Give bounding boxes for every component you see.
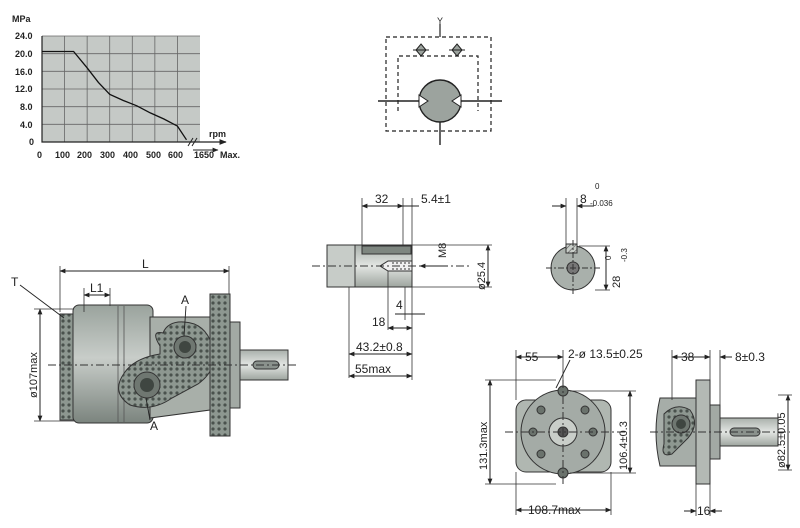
label-L: L: [142, 257, 149, 271]
dim-18: 18: [372, 315, 386, 329]
dim-32: 32: [375, 192, 389, 206]
flow-triangle-right: [451, 94, 462, 108]
dim-55max: 55max: [355, 362, 391, 376]
dim-key-width: 8: [580, 192, 587, 206]
shaft-section-view: [312, 198, 492, 380]
shaft-cross-section: [546, 198, 610, 296]
chart-y-tick-labels: 24.0 20.0 16.0 12.0 8.0 4.0 0: [15, 31, 34, 147]
motor-front-view: [485, 350, 636, 515]
dim-5-4: 5.4±1: [421, 192, 451, 206]
keyway-hatch: [565, 243, 578, 254]
dim-key-height-upper-tol: 0: [604, 255, 613, 260]
label-L1: L1: [90, 281, 104, 295]
x-tick-label: 0: [37, 150, 42, 160]
dim-38: 38: [681, 350, 695, 364]
dim-key-lower-tol: -0.036: [590, 199, 613, 208]
shaft-key: [361, 245, 412, 255]
flow-triangle-left: [418, 94, 429, 108]
dim-16: 16: [697, 504, 711, 518]
dim-108-7: 108.7max: [528, 503, 581, 517]
motor-rear-view: [650, 350, 792, 516]
dim-dia-107: ø107max: [28, 352, 40, 398]
dim-key-height-lower-tol: -0.3: [620, 248, 629, 262]
x-tick-label: 500: [146, 150, 161, 160]
bolt-hole: [580, 449, 590, 459]
dim-dia-25-4: ø25.4: [476, 262, 488, 290]
dim-holes: 2-ø 13.5±0.25: [568, 347, 643, 361]
dim-106-4: 106.4±0.3: [618, 421, 630, 470]
x-tick-label: 400: [123, 150, 138, 160]
motor-rear-cap: [59, 313, 75, 421]
x-tick-label: 300: [100, 150, 115, 160]
bolt-hole: [536, 405, 546, 415]
x-tick-label: 200: [77, 150, 92, 160]
chart-series-line: [42, 50, 188, 141]
dim-43-2: 43.2±0.8: [356, 340, 403, 354]
dim-55-front: 55: [525, 350, 539, 364]
x-tick-label: 100: [55, 150, 70, 160]
chart-axes: [41, 36, 200, 143]
label-port-A-top: A: [181, 293, 189, 307]
schematic-outer-box: [385, 36, 492, 132]
dim-key-upper-tol: 0: [595, 182, 600, 191]
schematic-drain-label: Y: [437, 16, 443, 26]
bolt-hole: [580, 405, 590, 415]
y-tick-label: 4.0: [20, 120, 33, 130]
rear-port-inner: [676, 419, 686, 429]
x-max-suffix: Max.: [220, 150, 240, 160]
x-max-label: 1650: [194, 150, 214, 160]
port-a-lower-inner: [140, 378, 154, 392]
y-tick-label: 8.0: [20, 102, 33, 112]
y-tick-label: 12.0: [15, 84, 33, 94]
dim-dia-82-5: ø82.5±0.05: [776, 412, 788, 468]
label-port-A-bottom: A: [150, 419, 158, 433]
dim-4: 4: [396, 298, 403, 312]
dim-8-rear: 8±0.3: [735, 350, 765, 364]
leader-holes: [555, 359, 571, 389]
chart-x-tick-labels: 0 100 200 300 400 500 600 1650 Max.: [37, 150, 240, 160]
dim-m8: M8: [437, 243, 449, 258]
chart-x-unit: rpm: [209, 129, 226, 139]
port-a-upper-inner: [179, 341, 191, 353]
label-T: T: [11, 275, 19, 289]
dim-key-height: 28: [611, 276, 623, 288]
leader-A-top: [183, 305, 187, 337]
hydraulic-schematic: [378, 24, 502, 145]
axis-break-mark: [187, 137, 198, 147]
y-tick-label: 20.0: [15, 49, 33, 59]
chart-axis-lines: [41, 36, 200, 143]
y-tick-label: 16.0: [15, 67, 33, 77]
x-tick-label: 600: [168, 150, 183, 160]
y-tick-label: 0: [29, 137, 34, 147]
schematic-inner-drain: [397, 55, 479, 111]
leader-T: [19, 284, 65, 319]
chart-y-unit: MPa: [12, 14, 32, 24]
motor-side-view: [19, 266, 298, 437]
y-tick-label: 24.0: [15, 31, 33, 41]
leader-A-bot: [145, 397, 151, 421]
pressure-speed-chart: MPa rpm 24.0 20.0 16.0 12.0 8.0 4.0 0 0 …: [12, 14, 240, 160]
dim-131-3: 131.3max: [478, 421, 490, 470]
bolt-hole: [536, 449, 546, 459]
